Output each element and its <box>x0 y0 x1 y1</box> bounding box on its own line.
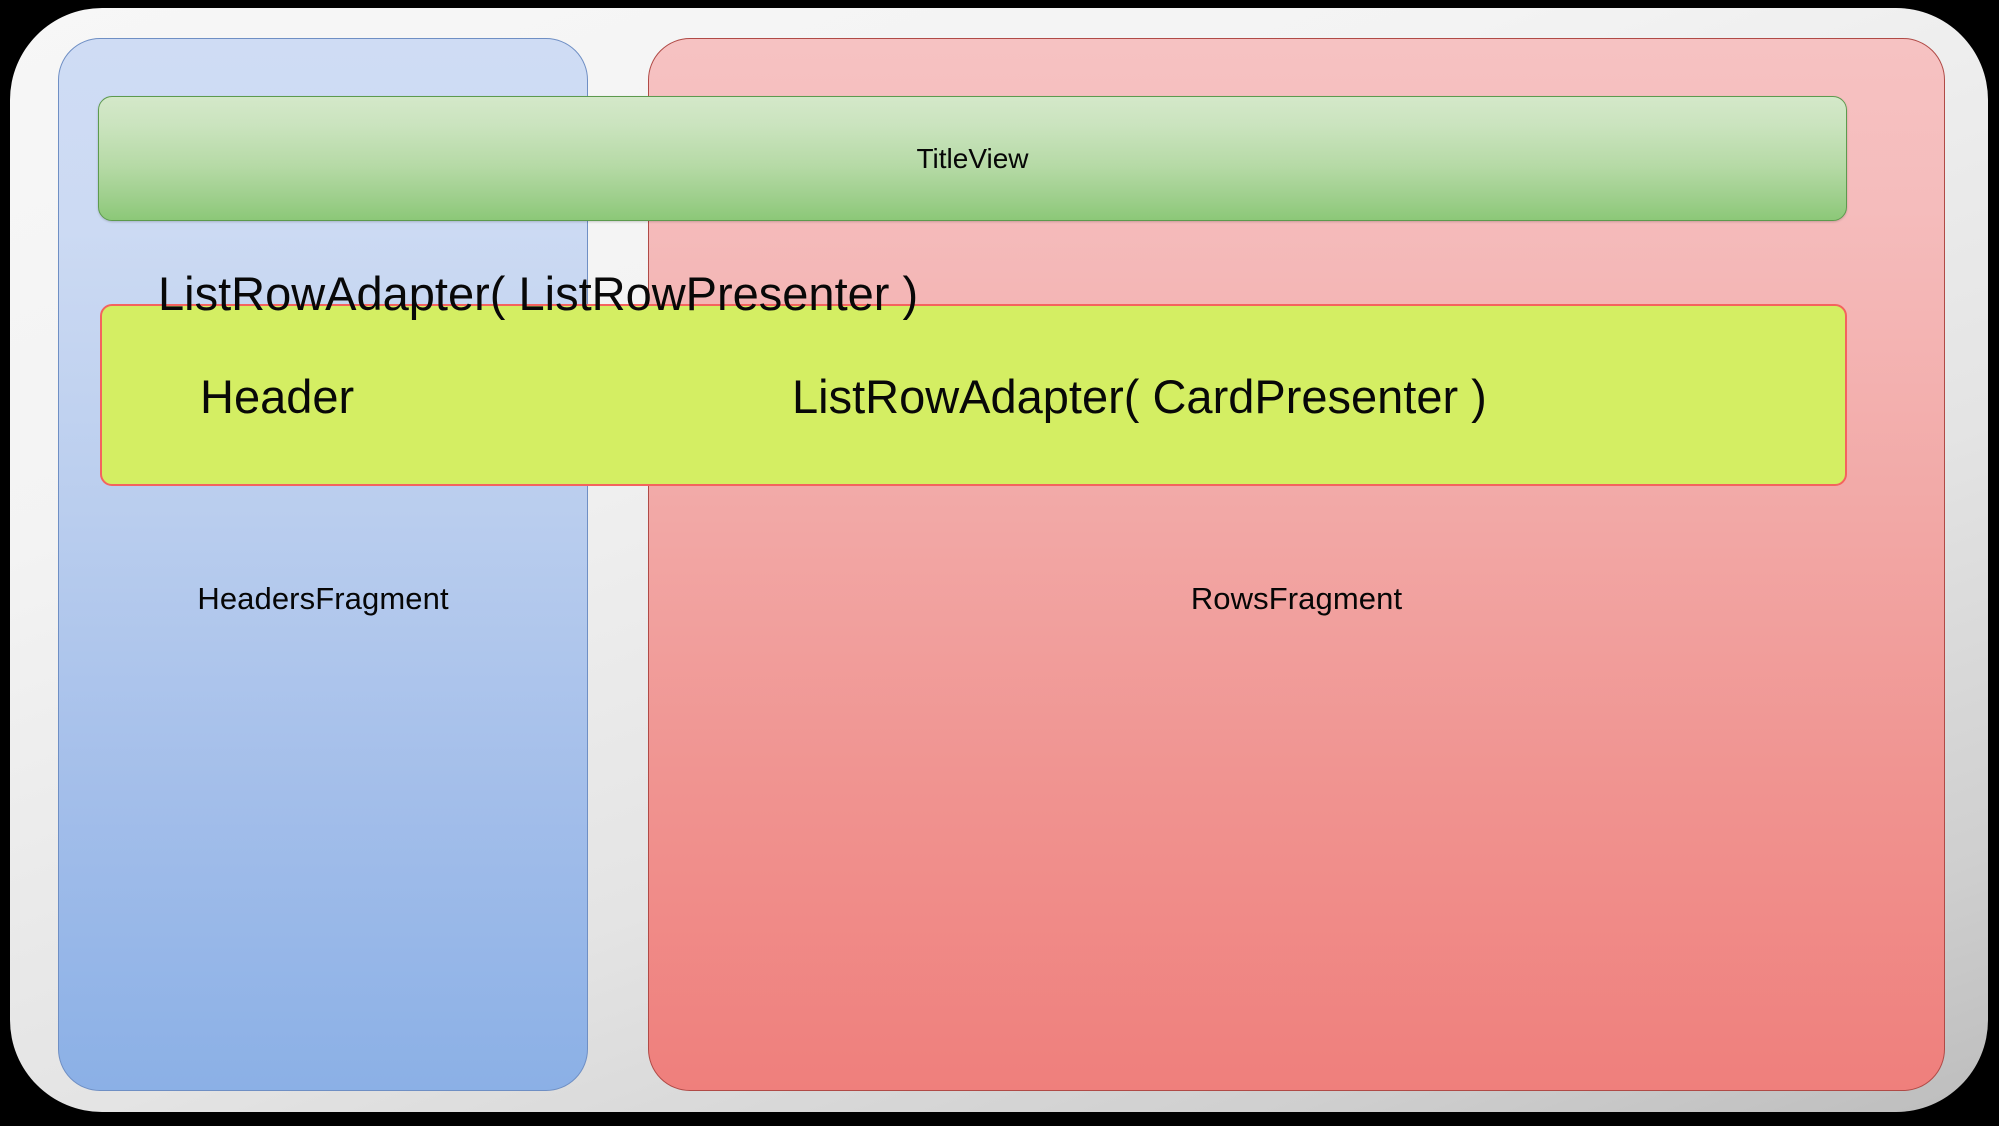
list-row-adapter-presenter-caption: ListRowAdapter( ListRowPresenter ) <box>158 267 919 320</box>
rows-fragment-label: RowsFragment <box>1190 581 1403 616</box>
list-row-card-presenter-label: ListRowAdapter( CardPresenter ) <box>792 370 1487 423</box>
title-view-label: TitleView <box>916 142 1029 174</box>
list-row-header-label: Header <box>200 370 355 423</box>
browse-fragment-shell: HeadersFragment RowsFragment TitleView L… <box>10 8 1988 1112</box>
title-view-box: TitleView <box>98 96 1847 221</box>
list-row-box: Header ListRowAdapter( CardPresenter ) <box>100 304 1847 486</box>
headers-fragment-label: HeadersFragment <box>197 581 449 616</box>
